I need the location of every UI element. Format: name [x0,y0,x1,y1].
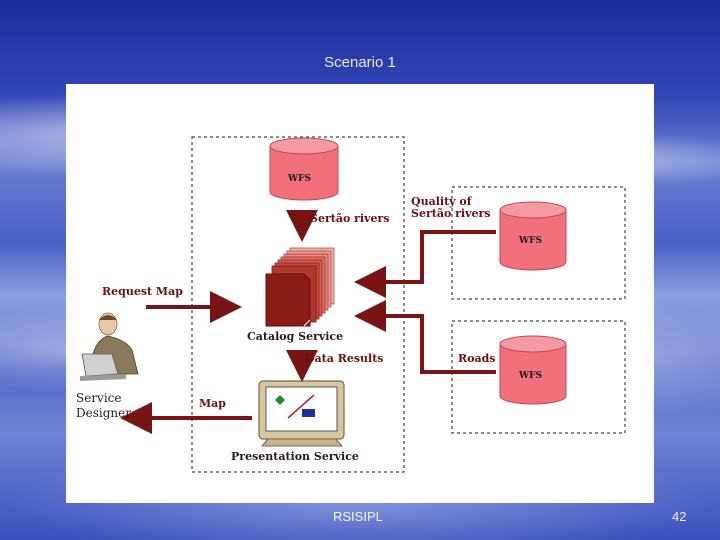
catalog-service-label: Catalog Service [247,330,344,343]
catalog-group-box [191,136,405,473]
map-label: Map [199,397,226,410]
quality-wfs-box [451,186,626,300]
document-stack-icon [265,247,335,327]
page-number: 42 [672,509,687,524]
database-icon [499,335,567,405]
person-at-laptop-icon [80,312,139,381]
designer-label: Designer [76,406,131,420]
footer-text: RSISIPL [333,509,383,524]
wfs-roads-label: WFS [519,371,542,381]
roads-label: Roads [458,352,496,365]
database-icon [269,137,339,201]
quality-of-label: Quality of [411,195,472,208]
roads-wfs-box [451,320,626,434]
wfs-label: WFS [288,174,311,184]
presentation-service-label: Presentation Service [231,450,359,463]
sertao-rivers-label: Sertão rivers [310,212,390,225]
data-results-label: Data Results [305,352,384,365]
arrow-roads-to-catalog [354,300,496,374]
quality-sertao-label: Sertão rivers [411,207,491,220]
computer-monitor-icon [258,380,345,447]
arrow-quality-to-catalog [354,230,496,298]
diagram-panel: WFS Sertão rivers Quality of Sertão rive… [66,84,654,503]
database-icon [499,201,567,271]
service-label: Service [76,391,122,405]
wfs-quality-label: WFS [519,236,542,246]
scenario-diagram [80,136,626,473]
slide-title: Scenario 1 [324,54,396,71]
request-map-label: Request Map [102,285,183,298]
